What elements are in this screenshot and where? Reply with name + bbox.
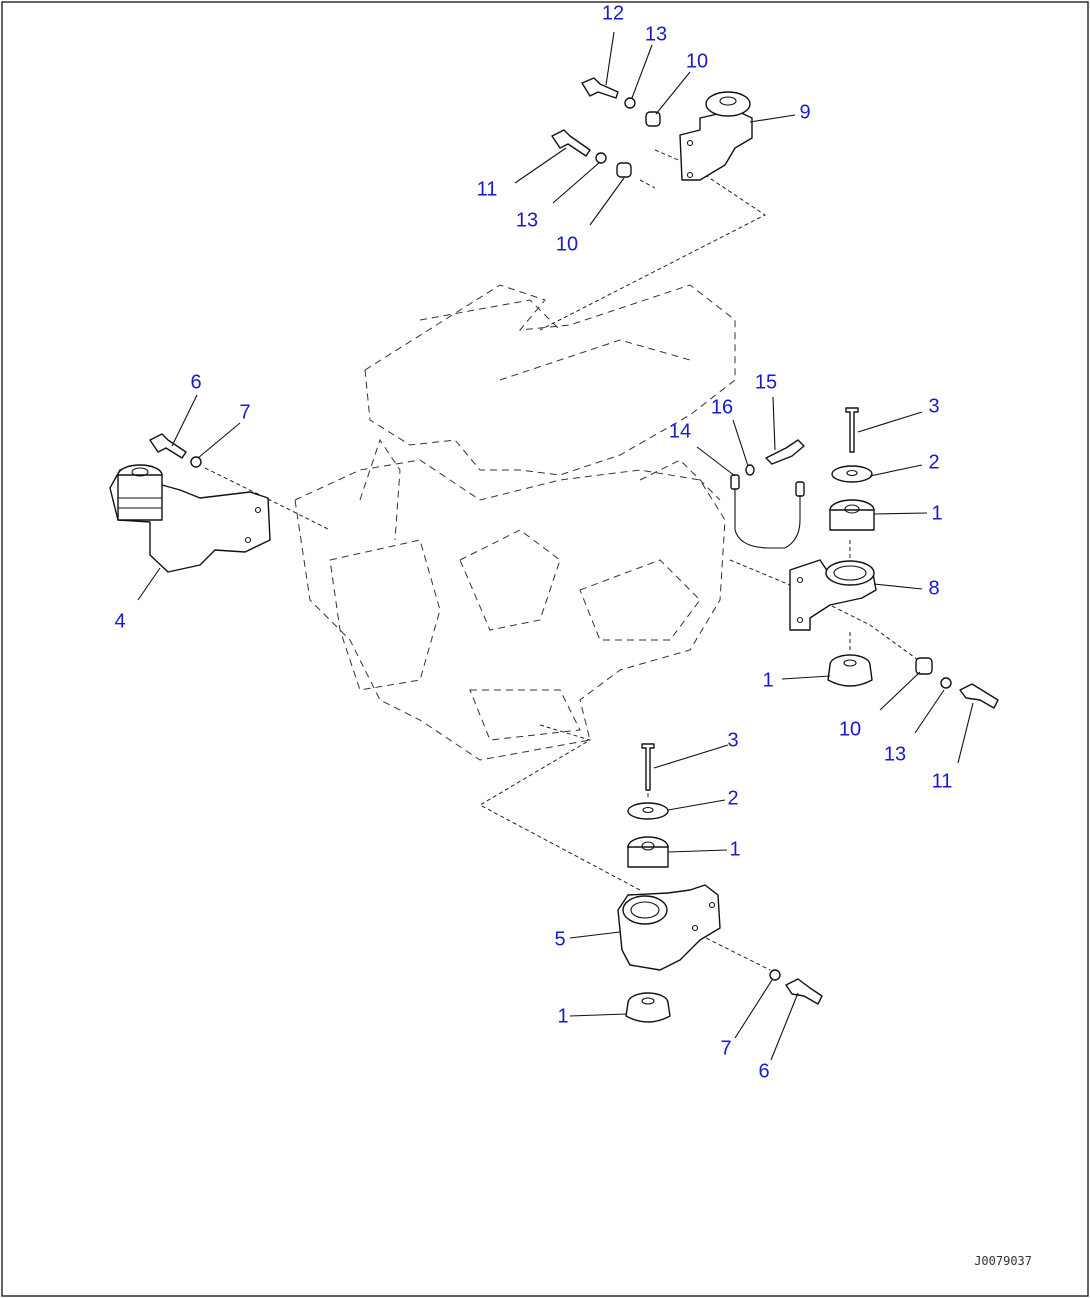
callout-10-top-lower: 10 — [556, 233, 578, 255]
callout-9: 9 — [799, 101, 810, 123]
callout-6-bottom: 6 — [758, 1060, 769, 1082]
callout-11-right: 11 — [932, 770, 953, 792]
callout-15: 15 — [755, 371, 777, 393]
callout-10-right: 10 — [839, 718, 861, 740]
callout-7-bottom: 7 — [720, 1037, 731, 1059]
ground-cable — [730, 439, 805, 549]
callout-1-right-top: 1 — [931, 502, 942, 524]
document-id: J0079037 — [974, 1254, 1032, 1268]
callout-8: 8 — [928, 577, 939, 599]
callout-5: 5 — [554, 928, 565, 950]
callout-2-right: 2 — [928, 451, 939, 473]
callout-1-right-bottom: 1 — [762, 669, 773, 691]
callout-13-right: 13 — [884, 743, 906, 765]
top-hardware — [551, 77, 661, 178]
callout-2-bottom: 2 — [727, 787, 738, 809]
callout-10-top: 10 — [686, 50, 708, 72]
callout-13-top-lower: 13 — [516, 209, 538, 231]
assembly-lines — [204, 149, 926, 971]
callout-16: 16 — [711, 396, 733, 418]
right-hardware — [915, 657, 999, 709]
callout-6-left: 6 — [190, 371, 201, 393]
bottom-hardware — [769, 969, 823, 1005]
callout-1-bottom-top: 1 — [729, 838, 740, 860]
leader-lines — [137, 31, 974, 1061]
callouts: 12 13 10 9 11 13 10 6 7 4 14 16 15 3 2 1… — [114, 2, 952, 1082]
engine-outline — [294, 284, 736, 761]
callout-13-top: 13 — [645, 23, 667, 45]
callout-1-bottom-bottom: 1 — [557, 1005, 568, 1027]
callout-3-bottom: 3 — [727, 729, 738, 751]
upper-mount-bracket — [679, 91, 753, 181]
callout-4: 4 — [114, 610, 125, 632]
callout-11-top: 11 — [477, 178, 498, 200]
callout-7-left: 7 — [239, 401, 250, 423]
left-mount-bracket — [109, 464, 271, 573]
left-hardware — [149, 433, 202, 468]
right-mount-stack — [789, 407, 877, 687]
bottom-mount-stack — [617, 743, 721, 1023]
callout-12-top: 12 — [602, 2, 624, 24]
callout-14: 14 — [669, 420, 691, 442]
callout-3-right: 3 — [928, 395, 939, 417]
